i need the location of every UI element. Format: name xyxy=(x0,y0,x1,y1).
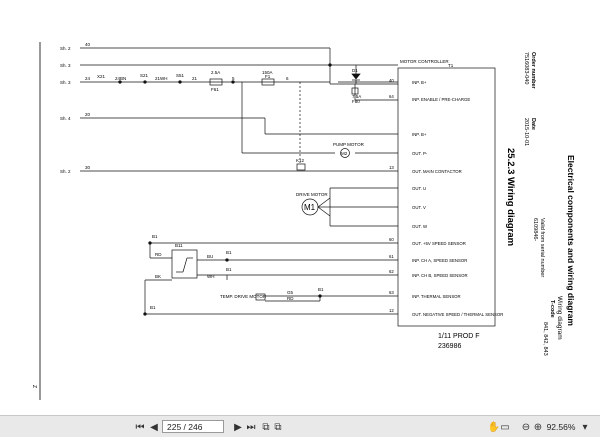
pin-number: 63 xyxy=(389,290,394,295)
pin-label: OUT. U xyxy=(412,186,426,191)
section-title: 25.2.3 Wiring diagram xyxy=(505,148,516,246)
wire-label: WH xyxy=(207,274,215,279)
copy-icon[interactable]: ⧉ xyxy=(262,421,270,433)
wire-label: 20 xyxy=(85,112,91,117)
wire-label: 5 xyxy=(232,76,235,81)
wire-label: K12 xyxy=(296,158,305,163)
pin-number: 60 xyxy=(389,237,394,242)
temp-drive-motor-label: TEMP. DRIVE MOTOR xyxy=(220,294,267,299)
wire-label: 7.5A xyxy=(352,94,361,99)
order-label: Order number xyxy=(530,52,536,90)
last-page-button[interactable]: ⏭ xyxy=(246,421,256,433)
hand-tool-icon[interactable]: ✋ xyxy=(487,421,501,433)
drive-motor-ref: M1 xyxy=(304,203,316,212)
wire-label: 2.5A xyxy=(211,70,220,75)
select-tool-icon[interactable]: ▭ xyxy=(500,421,510,433)
side-title: Electrical components and wiring diagram xyxy=(566,155,576,326)
wire-label: F61 xyxy=(211,87,219,92)
pump-motor-label: PUMP MOTOR xyxy=(333,142,365,147)
pin-label: INP. ENABLE / PRE-CHARGE xyxy=(412,97,470,102)
pin-number: 12 xyxy=(389,308,394,313)
serial-value: 6109846- xyxy=(532,218,538,241)
pin-label: OUT. V xyxy=(412,205,426,210)
motor-controller-box xyxy=(397,67,496,327)
wire-label: 24 xyxy=(85,76,91,81)
sheet-ref: Sh. 3 xyxy=(60,63,71,68)
date-label: Date xyxy=(530,118,536,130)
pin-label: OUT. MAIN CONTACTOR xyxy=(412,169,462,174)
first-page-button[interactable]: ⏮ xyxy=(135,421,145,433)
sheet-ref: Sh. 2 xyxy=(60,169,71,174)
drive-motor-label: DRIVE MOTOR xyxy=(296,192,328,197)
pdf-viewer-toolbar: ⏮ ◀ 225 / 246 ▶ ⏭ ⧉ ⧉ ✋ ▭ ⊖ ⊕ 92.56% ▾ xyxy=(0,415,600,437)
zoom-out-icon[interactable]: ⊖ xyxy=(521,421,531,433)
wiring-diagram-page: Z xyxy=(31,42,576,400)
controller-ref: T1 xyxy=(448,63,454,68)
pin-label: INP. THERMAL SENSOR xyxy=(412,294,461,299)
zoom-menu-chevron-icon[interactable]: ▾ xyxy=(582,421,588,433)
prod-label: 1/11 PROD F xyxy=(438,333,480,340)
tmodel-label: T-code xyxy=(549,300,555,318)
tmodel-value: 841, 842, 843 xyxy=(542,322,548,356)
wire-label: RD xyxy=(287,296,294,301)
wire-label: 6 xyxy=(286,76,289,81)
wire-label: 24BN xyxy=(115,76,126,81)
side-subtitle: Wiring diagram xyxy=(556,296,563,340)
pin-number: 61 xyxy=(389,254,394,259)
pump-motor-ref: M2 xyxy=(341,151,348,156)
pin-label: INP. CH B, SPEED SENSOR xyxy=(412,273,468,278)
wire-label: 30 xyxy=(85,165,91,170)
prod-number: 236986 xyxy=(438,343,461,350)
wire-label: BU xyxy=(207,254,213,259)
date-value: 2015-10-01 xyxy=(523,118,529,146)
pin-label: OUT. NEGATIVE SPEED / THERMAL SENSOR xyxy=(412,312,503,317)
pin-label: OUT. +5V SPEED SENSOR xyxy=(412,241,466,246)
margin-mark: Z xyxy=(31,385,37,388)
zoom-level[interactable]: 92.56% xyxy=(546,422,576,432)
pin-number: 62 xyxy=(389,269,394,274)
sheet-ref: Sh. 3 xyxy=(60,80,71,85)
wire-label: 21 xyxy=(192,76,198,81)
pin-label: INP. CH A, SPEED SENSOR xyxy=(412,258,467,263)
wire-label: 21WH xyxy=(155,76,168,81)
sheet-ref: Sh. 4 xyxy=(60,116,71,121)
controller-title: MOTOR CONTROLLER xyxy=(400,59,449,64)
pin-number: 40 xyxy=(389,78,394,83)
wire-label: BK xyxy=(155,274,161,279)
pin-number: 13 xyxy=(389,165,394,170)
wire-label: F1 xyxy=(265,74,271,79)
sheet-ref: Sh. 2 xyxy=(60,46,71,51)
page-number-input[interactable]: 225 / 246 xyxy=(162,420,224,433)
wire-label: B1 xyxy=(226,267,232,272)
wire-label: RD xyxy=(155,252,162,257)
pin-number: 64 xyxy=(389,94,394,99)
copy-icon[interactable]: ⧉ xyxy=(274,421,282,433)
order-value: 7516083-040 xyxy=(523,52,529,84)
pin-label: OUT. P- xyxy=(412,151,428,156)
wire-label: D1 xyxy=(352,68,358,73)
wire-label: B1 xyxy=(150,305,156,310)
wire-label: G5 xyxy=(287,290,294,295)
wire-label: S21 xyxy=(140,73,149,78)
pin-label: OUT. W xyxy=(412,224,428,229)
wire-label: B11 xyxy=(175,243,183,248)
wire-label: F80 xyxy=(352,99,360,104)
wire-label: S51 xyxy=(176,73,185,78)
wire-label: 150A xyxy=(262,70,273,75)
previous-page-button[interactable]: ◀ xyxy=(150,421,158,433)
wire-label: B1 xyxy=(318,287,324,292)
serial-label: Valid from serial number xyxy=(539,218,545,277)
schematic xyxy=(80,47,496,327)
wire-label: B1 xyxy=(226,250,232,255)
wire-label: X21 xyxy=(97,74,106,79)
zoom-in-icon[interactable]: ⊕ xyxy=(533,421,543,433)
pin-label: INP. B+ xyxy=(412,132,427,137)
wire-label: 40 xyxy=(85,42,91,47)
wire-label: B1 xyxy=(152,234,158,239)
next-page-button[interactable]: ▶ xyxy=(234,421,242,433)
pin-label: INP. B+ xyxy=(412,80,427,85)
